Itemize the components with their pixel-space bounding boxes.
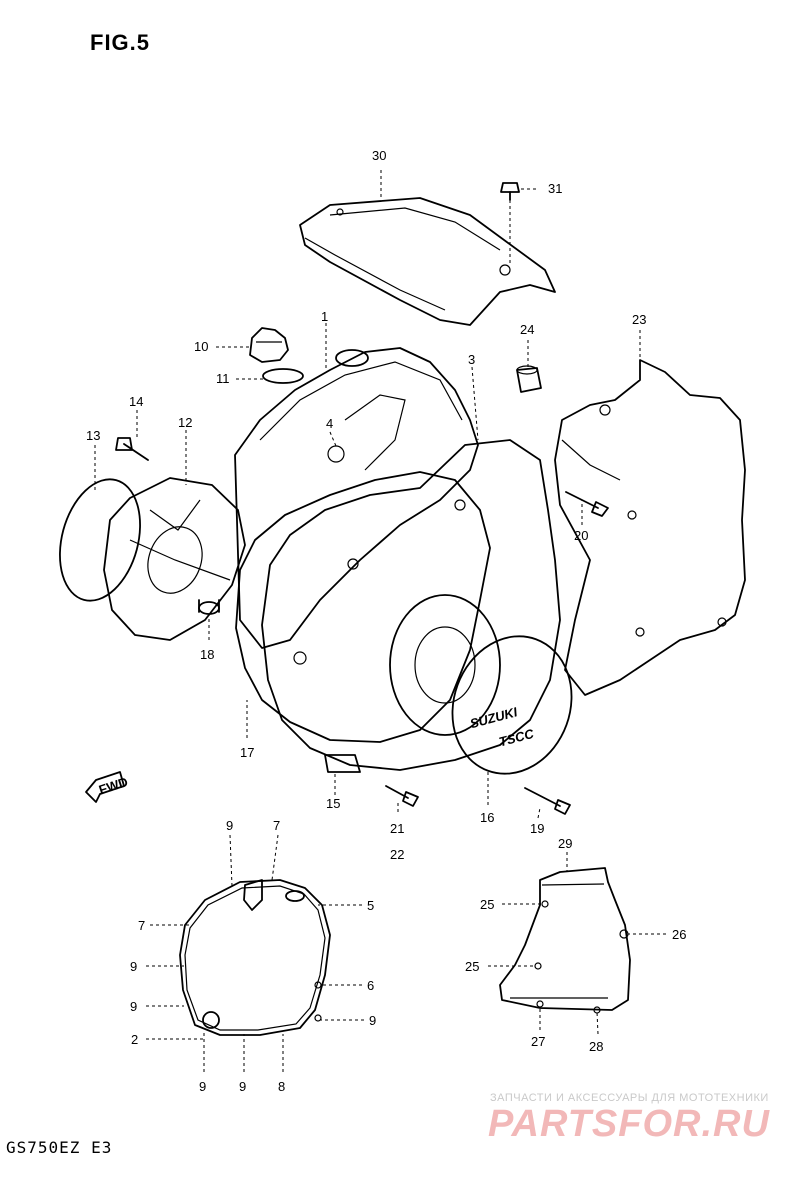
part-30-top-cover bbox=[299, 197, 556, 326]
callout-15: 15 bbox=[326, 796, 340, 811]
callout-5: 5 bbox=[367, 898, 374, 913]
lower-right-bracket-assembly bbox=[499, 867, 631, 1014]
callout-31: 31 bbox=[548, 181, 562, 196]
callout-14: 14 bbox=[129, 394, 143, 409]
callout-22: 22 bbox=[390, 847, 404, 862]
part-1-crankcase bbox=[234, 347, 479, 649]
watermark-caption: ЗАПЧАСТИ И АКСЕССУАРЫ ДЛЯ МОТОТЕХНИКИ bbox=[490, 1092, 769, 1104]
callout-21: 21 bbox=[390, 821, 404, 836]
callout-3: 3 bbox=[468, 352, 475, 367]
part-11-o-ring bbox=[262, 368, 304, 384]
watermark-logo: PARTSFOR.RU bbox=[488, 1103, 770, 1145]
callout-23: 23 bbox=[632, 312, 646, 327]
callout-17: 17 bbox=[240, 745, 254, 760]
callout-2: 2 bbox=[131, 1032, 138, 1047]
part-15-clutch-cover bbox=[261, 439, 561, 773]
callout-9-left-2: 9 bbox=[130, 999, 137, 1014]
callout-numbers: 30 31 1 23 24 10 3 11 14 12 4 13 20 18 1… bbox=[86, 148, 686, 1094]
part-10-oil-filler-cap bbox=[249, 327, 289, 363]
callout-30: 30 bbox=[372, 148, 386, 163]
callout-9-bottom-1: 9 bbox=[199, 1079, 206, 1094]
callout-29: 29 bbox=[558, 836, 572, 851]
part-31-bolt bbox=[500, 182, 520, 201]
callout-27: 27 bbox=[531, 1034, 545, 1049]
part-16-cap-with-logo: SUZUKI TSCC bbox=[451, 635, 573, 775]
callout-7-left: 7 bbox=[138, 918, 145, 933]
callout-9-bottom-2: 9 bbox=[239, 1079, 246, 1094]
callout-9-top: 9 bbox=[226, 818, 233, 833]
callout-7-top: 7 bbox=[273, 818, 280, 833]
part-12-starter-cover bbox=[103, 477, 246, 641]
callout-12: 12 bbox=[178, 415, 192, 430]
callout-9-right: 9 bbox=[369, 1013, 376, 1028]
part-20-bolt bbox=[565, 491, 609, 517]
callout-18: 18 bbox=[200, 647, 214, 662]
callout-1: 1 bbox=[321, 309, 328, 324]
leader-lines-lower bbox=[146, 834, 666, 1072]
callout-6: 6 bbox=[367, 978, 374, 993]
callout-11: 11 bbox=[216, 371, 230, 386]
callout-26: 26 bbox=[672, 927, 686, 942]
figure-title: FIG.5 bbox=[90, 30, 151, 55]
callout-10: 10 bbox=[194, 339, 208, 354]
callout-9-left-1: 9 bbox=[130, 959, 137, 974]
callout-16: 16 bbox=[480, 810, 494, 825]
part-13-cover-plate bbox=[59, 478, 141, 602]
part-24-dowel bbox=[516, 365, 542, 393]
cover-logo-sub: TSCC bbox=[497, 726, 536, 750]
part-17-gasket bbox=[235, 471, 491, 743]
callout-28: 28 bbox=[589, 1039, 603, 1054]
callout-8: 8 bbox=[278, 1079, 285, 1094]
part-23-crankcase-cover bbox=[554, 359, 746, 696]
callout-24: 24 bbox=[520, 322, 534, 337]
cover-logo-brand: SUZUKI bbox=[468, 704, 519, 731]
part-14-bolt bbox=[115, 437, 149, 461]
callout-20: 20 bbox=[574, 528, 588, 543]
direction-arrow-icon: FWD bbox=[85, 771, 130, 803]
model-code: GS750EZ E3 bbox=[6, 1138, 113, 1157]
part-19-bolt bbox=[524, 787, 571, 815]
leader-lines bbox=[94, 170, 641, 819]
callout-25-top: 25 bbox=[480, 897, 494, 912]
lower-left-gasket-assembly bbox=[179, 879, 331, 1036]
callout-19: 19 bbox=[530, 821, 544, 836]
callout-13: 13 bbox=[86, 428, 100, 443]
part-21-bolt bbox=[385, 785, 419, 807]
callout-4: 4 bbox=[326, 416, 333, 431]
callout-25-mid: 25 bbox=[465, 959, 479, 974]
